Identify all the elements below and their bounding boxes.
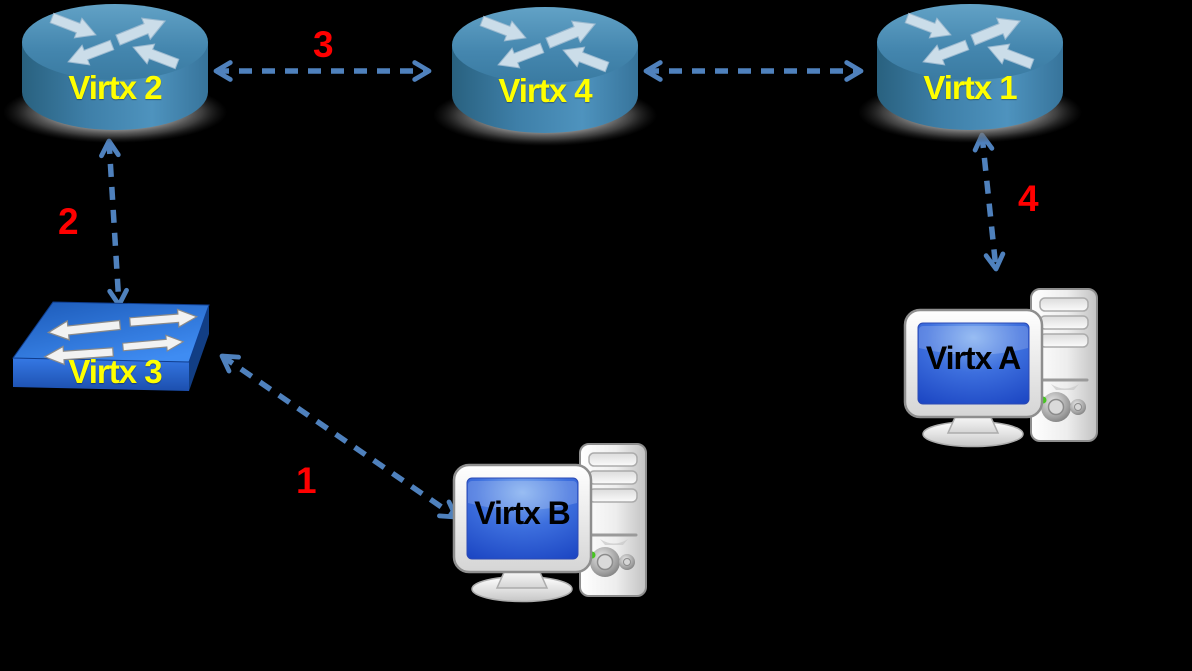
node-label-virtx4: Virtx 4 <box>498 72 592 109</box>
link-label-4: 4 <box>1018 178 1039 219</box>
node-label-virtx2: Virtx 2 <box>68 69 162 106</box>
node-computer-virtxb: Virtx B <box>452 438 652 603</box>
node-label-virtx3: Virtx 3 <box>68 353 162 390</box>
node-router-virtx1: Virtx 1 <box>855 0 1085 150</box>
node-router-virtx4: Virtx 4 <box>430 3 660 153</box>
link-virtx3-virtxb <box>219 353 459 520</box>
node-label-virtx1: Virtx 1 <box>923 69 1017 106</box>
node-label-virtxb: Virtx B <box>474 495 571 531</box>
link-virtx1-virtxa <box>972 132 1006 272</box>
node-switch-virtx3: Virtx 3 <box>5 298 230 403</box>
link-label-2: 2 <box>58 201 79 242</box>
link-label-3: 3 <box>313 24 334 65</box>
node-computer-virtxa: Virtx A <box>903 283 1103 448</box>
node-label-virtxa: Virtx A <box>925 340 1021 376</box>
link-virtx2-virtx3 <box>99 138 129 308</box>
node-router-virtx2: Virtx 2 <box>0 0 230 150</box>
link-label-1: 1 <box>296 460 317 501</box>
